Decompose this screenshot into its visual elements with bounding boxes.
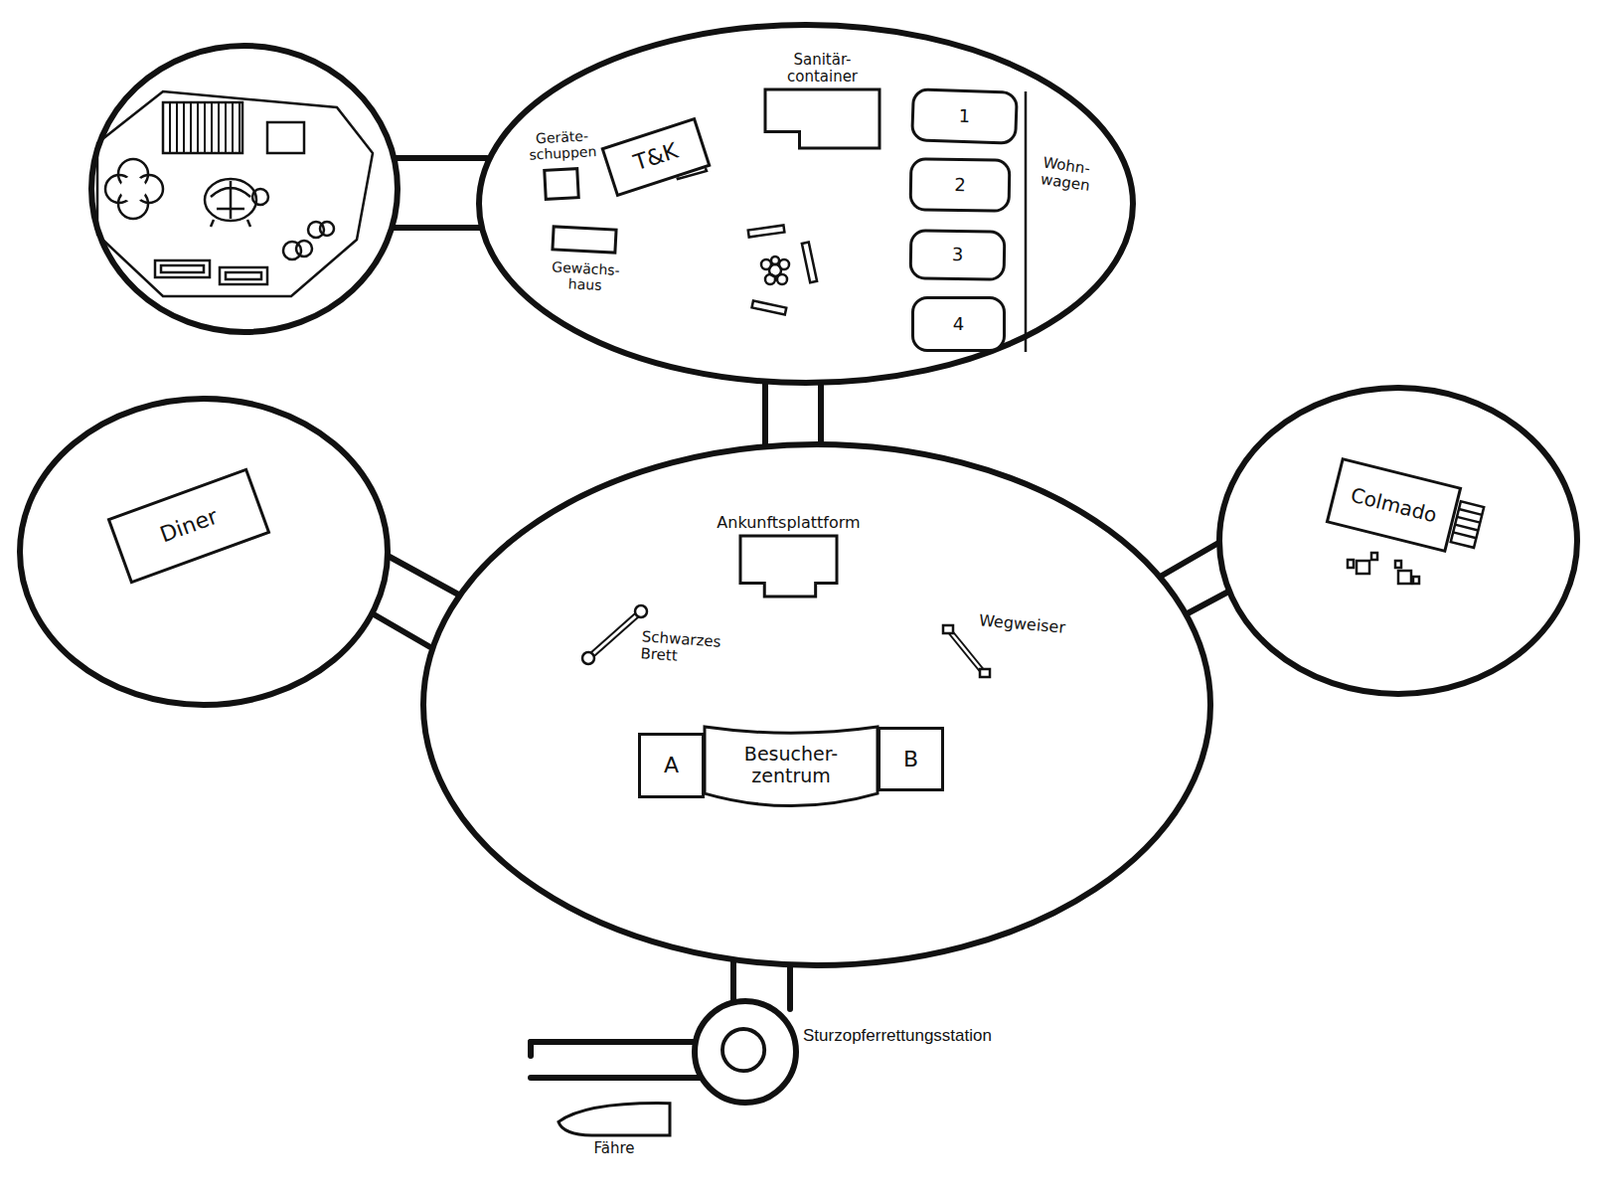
map-building: Sanitär- container xyxy=(765,89,880,149)
map-building: A xyxy=(638,732,705,799)
place-label: Besucher- zentrum xyxy=(716,743,866,788)
building-outline xyxy=(558,1101,670,1135)
map-building: 4 xyxy=(911,296,1006,352)
signs xyxy=(582,605,990,677)
building-outline xyxy=(765,89,880,149)
place-label: 4 xyxy=(953,314,964,335)
place-label: A xyxy=(663,752,679,778)
place-label: Sturzopferrettungsstation xyxy=(802,1025,1082,1046)
map-building: Ankunftsplattform xyxy=(740,535,837,597)
place-label: Sanitär- container xyxy=(768,51,878,87)
place-label: Fähre xyxy=(574,1139,654,1157)
place-label: Diner xyxy=(157,503,222,548)
place-label: B xyxy=(903,746,919,772)
place-label: 3 xyxy=(952,244,964,266)
map-building: Fähre xyxy=(558,1101,670,1135)
map-building: 3 xyxy=(909,228,1007,282)
building-outline xyxy=(740,535,837,597)
islands xyxy=(19,24,1578,1103)
place-label: 2 xyxy=(954,174,966,196)
map-building: Besucher- zentrum xyxy=(704,726,878,804)
map-building: Gewächs- haus xyxy=(550,224,618,254)
map-building: 1 xyxy=(910,87,1019,146)
place-label: T&K xyxy=(631,138,682,176)
map-building: Geräte- schuppen xyxy=(542,166,581,201)
place-label: Geräte- schuppen xyxy=(516,126,609,163)
map-building: B xyxy=(877,726,945,792)
map-building: Sturzopferrettungsstation xyxy=(694,1000,797,1103)
rescue-ring xyxy=(697,1003,794,1100)
place-label: 1 xyxy=(958,105,970,127)
map-building: 2 xyxy=(909,157,1012,213)
place-label: Gewächs- haus xyxy=(539,258,632,296)
place-label: Ankunftsplattform xyxy=(669,513,909,532)
garden xyxy=(97,91,373,297)
place-label: Colmado xyxy=(1348,482,1440,527)
